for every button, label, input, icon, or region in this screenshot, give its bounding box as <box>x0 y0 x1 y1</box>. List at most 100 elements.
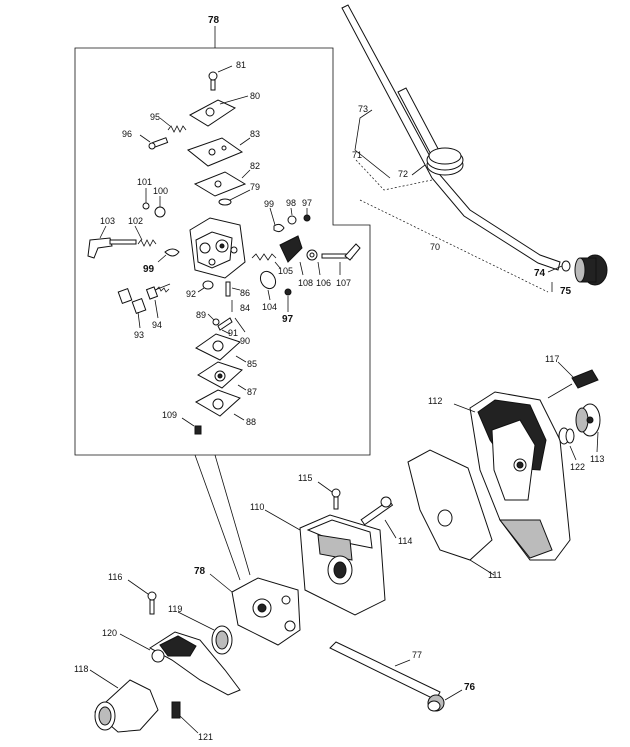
leader-72 <box>411 164 426 176</box>
part-121-bolt <box>171 701 199 734</box>
callout-96: 96 <box>122 129 132 139</box>
part-77-purge-pipe <box>329 641 441 701</box>
callout-78-top: 78 <box>208 15 220 26</box>
part-101-screw <box>142 188 150 210</box>
callout-74: 74 <box>534 268 546 279</box>
callout-98: 98 <box>286 198 296 208</box>
callout-79: 79 <box>250 182 260 192</box>
callout-73: 73 <box>358 104 368 114</box>
callout-94: 94 <box>152 320 162 330</box>
leader-74 <box>547 265 563 273</box>
callout-119: 119 <box>168 604 182 614</box>
part-78-carburetor-assembly <box>209 573 301 646</box>
part-108-throttle-lever <box>279 235 304 276</box>
part-98-washer <box>287 207 297 225</box>
part-112-air-cleaner-cover <box>453 391 571 561</box>
callout-105: 105 <box>278 266 293 276</box>
callout-121: 121 <box>198 732 213 742</box>
callout-84: 84 <box>240 303 250 313</box>
callout-100: 100 <box>153 186 168 196</box>
callout-102: 102 <box>128 216 143 226</box>
part-87-diaphragm <box>197 361 247 391</box>
part-105-spring <box>251 253 281 269</box>
callout-115: 115 <box>298 473 312 483</box>
part-71-fuel-hose-assembly <box>341 4 561 271</box>
part-89-screw <box>207 313 220 326</box>
part-93-adjusting-screw <box>117 288 147 329</box>
callout-103: 103 <box>100 216 115 226</box>
leader-71-72 <box>355 159 433 191</box>
carburetor-body <box>189 217 246 279</box>
callout-116: 116 <box>108 572 122 582</box>
part-114-bolt <box>360 496 397 539</box>
callout-97-a: 97 <box>302 198 312 208</box>
part-97-screw-a <box>303 208 311 222</box>
part-83-diaphragm <box>186 137 251 167</box>
part-111-air-filter-element <box>407 449 495 576</box>
callout-72: 72 <box>398 169 408 179</box>
callout-81: 81 <box>236 60 246 70</box>
inset-leader-left <box>194 454 241 581</box>
callout-108: 108 <box>298 278 313 288</box>
part-76-primer-pump <box>427 689 463 712</box>
callout-122: 122 <box>570 462 585 472</box>
part-90-lever <box>234 317 246 333</box>
part-116-screw <box>127 579 157 615</box>
part-117-choke-knob <box>547 361 599 399</box>
callout-70: 70 <box>430 242 440 252</box>
callout-120: 120 <box>102 628 117 638</box>
callout-118: 118 <box>74 664 88 674</box>
part-91-needle-valve <box>217 317 233 335</box>
callout-101: 101 <box>137 177 152 187</box>
callout-71: 71 <box>352 150 362 160</box>
part-88-pump-cover <box>194 389 245 421</box>
callout-95: 95 <box>150 112 160 122</box>
callout-104: 104 <box>262 302 277 312</box>
part-80-cover <box>188 95 249 127</box>
carburetor-detail-inset-border <box>74 47 371 456</box>
callout-106: 106 <box>316 278 331 288</box>
callout-99-a: 99 <box>264 199 274 209</box>
part-96-screw <box>139 134 169 150</box>
callout-78-bottom: 78 <box>194 566 206 577</box>
callout-86: 86 <box>240 288 250 298</box>
part-104-throttle-plate <box>259 270 277 301</box>
callout-82: 82 <box>250 161 260 171</box>
part-109-screw <box>181 417 202 435</box>
part-107-throttle-shaft <box>321 243 361 275</box>
callout-114: 114 <box>398 536 412 546</box>
part-81-screw <box>208 65 233 91</box>
part-94-adjusting-screw <box>145 283 171 319</box>
part-99-clip-a <box>269 207 285 233</box>
part-92-plug <box>197 280 214 293</box>
part-118-intake-pipe <box>89 669 159 733</box>
part-82-gasket <box>193 169 251 197</box>
part-97-screw-b <box>284 288 292 312</box>
callout-75: 75 <box>560 286 572 297</box>
leader-70-75 <box>359 199 549 293</box>
callout-76: 76 <box>464 682 476 693</box>
callout-113: 113 <box>590 454 604 464</box>
callout-99-b: 99 <box>143 264 155 275</box>
part-74-hose-clip <box>561 260 571 272</box>
callout-89: 89 <box>196 310 206 320</box>
callout-110: 110 <box>250 502 264 512</box>
leader-73 <box>354 109 391 179</box>
part-113-knob <box>575 403 601 453</box>
part-115-screw <box>317 481 341 510</box>
callout-97-b: 97 <box>282 314 294 325</box>
callout-107: 107 <box>336 278 351 288</box>
callout-109: 109 <box>162 410 177 420</box>
callout-111: 111 <box>488 570 502 580</box>
part-75-fuel-filter <box>574 254 608 286</box>
part-106-washer <box>306 249 321 276</box>
callout-83: 83 <box>250 129 260 139</box>
part-122-washer <box>558 427 577 461</box>
part-100-lever <box>154 196 166 218</box>
part-99-clip-b <box>157 248 180 263</box>
callout-87: 87 <box>247 387 257 397</box>
part-120-insulator-bracket <box>119 631 241 696</box>
callout-112: 112 <box>428 396 442 406</box>
callout-93: 93 <box>134 330 144 340</box>
callout-91: 91 <box>228 328 238 338</box>
